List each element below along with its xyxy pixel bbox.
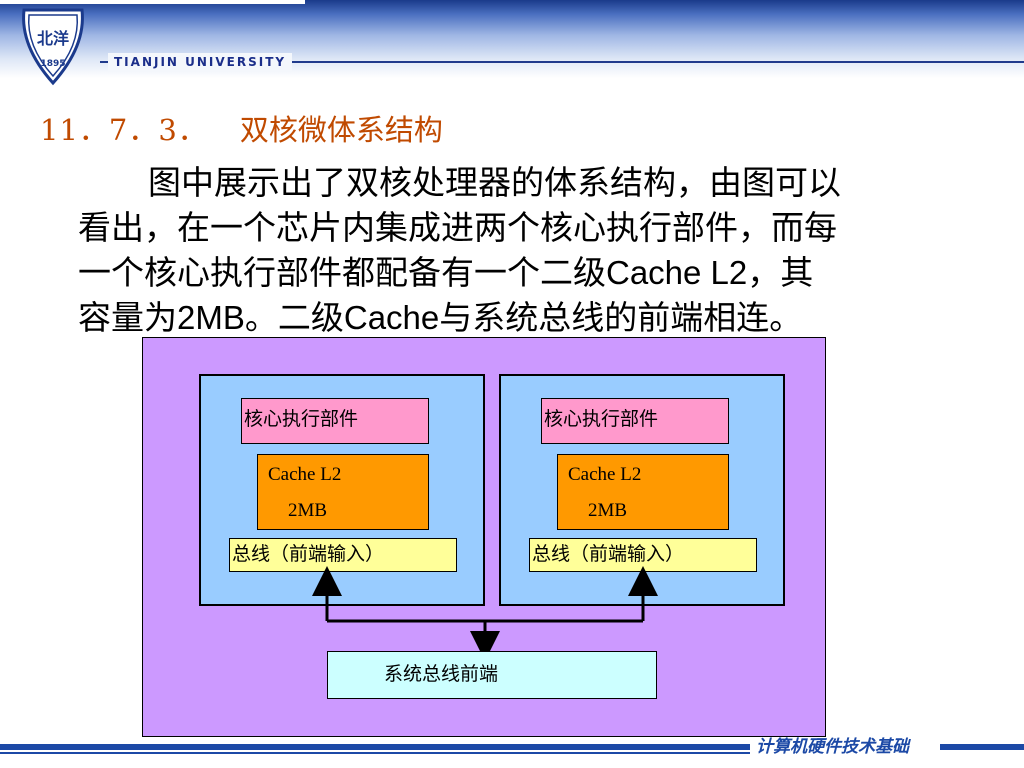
paragraph-line: 图中展示出了双核处理器的体系结构，由图可以 xyxy=(78,160,998,205)
footer-rule xyxy=(0,744,750,750)
cache-size-right: 2MB xyxy=(588,500,628,521)
footer-rule-thin xyxy=(0,752,750,754)
university-name: TIANJIN UNIVERSITY xyxy=(108,53,293,71)
paragraph-text: 容量为 xyxy=(78,298,177,337)
cache-name-left: Cache L2 xyxy=(268,464,342,485)
section-title-text: 双核微体系结构 xyxy=(239,113,443,147)
paragraph-text: 与系统总线的前端相连。 xyxy=(439,298,803,337)
description-paragraph: 图中展示出了双核处理器的体系结构，由图可以看出，在一个芯片内集成进两个核心执行部… xyxy=(78,160,998,340)
exec-unit-right: 核心执行部件 xyxy=(541,398,729,444)
paragraph-line: 看出，在一个芯片内集成进两个核心执行部件，而每 xyxy=(78,205,998,250)
paragraph-line: 一个核心执行部件都配备有一个二级Cache L2，其 xyxy=(78,250,998,295)
section-number: 11．7．3． xyxy=(40,113,208,147)
cache-size-left: 2MB xyxy=(288,500,328,521)
course-name: 计算机硬件技术基础 xyxy=(756,737,909,757)
system-bus-front-end: 系统总线前端 xyxy=(327,651,657,699)
paragraph-text: Cache L2 xyxy=(606,254,748,291)
header-rule xyxy=(100,61,1024,63)
core-box-right: 核心执行部件 Cache L2 2MB 总线（前端输入） xyxy=(499,374,785,606)
section-title: 11．7．3． 双核微体系结构 xyxy=(40,110,443,150)
paragraph-line: 容量为2MB。二级Cache与系统总线的前端相连。 xyxy=(78,295,998,340)
paragraph-text: ，其 xyxy=(747,253,814,292)
dual-core-diagram: 核心执行部件 Cache L2 2MB 总线（前端输入） 核心执行部件 Cach… xyxy=(142,337,826,737)
header-highlight xyxy=(0,0,305,4)
paragraph-text: 一个核心执行部件都配备有一个二级 xyxy=(78,253,606,292)
front-bus-right: 总线（前端输入） xyxy=(529,538,757,572)
paragraph-text: 。二级 xyxy=(244,298,344,337)
front-bus-left: 总线（前端输入） xyxy=(229,538,457,572)
core-box-left: 核心执行部件 Cache L2 2MB 总线（前端输入） xyxy=(199,374,485,606)
cache-name-right: Cache L2 xyxy=(568,464,642,485)
exec-unit-left: 核心执行部件 xyxy=(241,398,429,444)
paragraph-text: Cache xyxy=(343,299,440,336)
logo-text: 北洋 xyxy=(37,29,69,48)
logo-year: 1895 xyxy=(40,59,65,69)
paragraph-text: 2MB xyxy=(177,299,245,336)
paragraph-text: 图中展示出了双核处理器的体系结构，由图可以 xyxy=(148,163,841,202)
cache-l2-left: Cache L2 2MB xyxy=(257,454,429,530)
footer-rule-right xyxy=(940,744,1024,750)
paragraph-text: 看出，在一个芯片内集成进两个核心执行部件，而每 xyxy=(78,208,837,247)
university-logo: 北洋 1895 xyxy=(22,8,84,86)
cache-l2-right: Cache L2 2MB xyxy=(557,454,729,530)
